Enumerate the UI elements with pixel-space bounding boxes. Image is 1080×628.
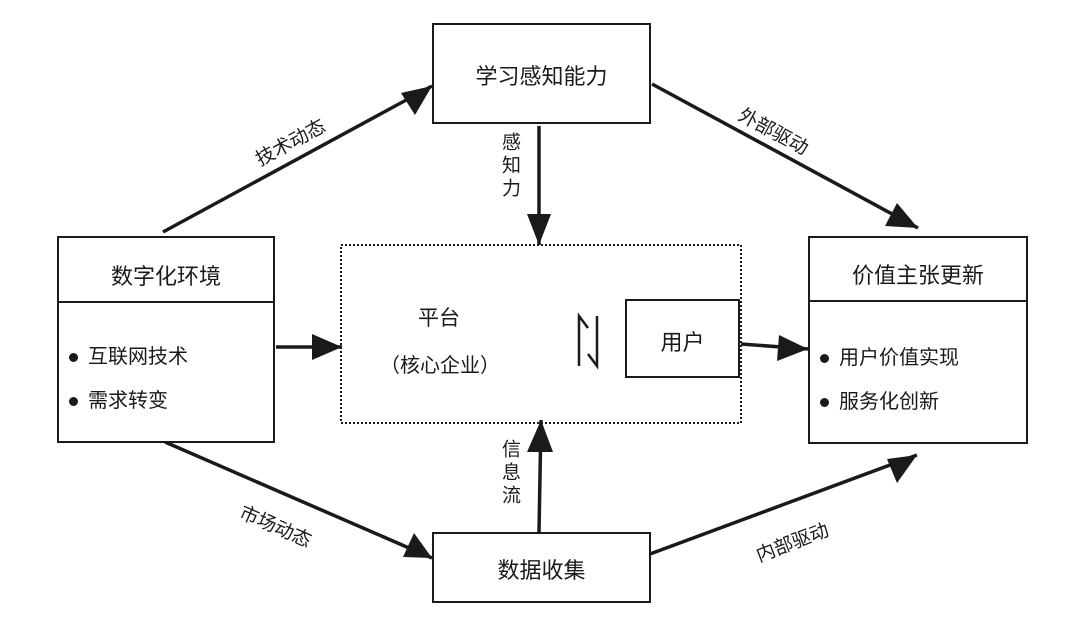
arrow-tech-dynamics <box>162 84 433 234</box>
bidirectional-arrows-icon <box>577 312 599 370</box>
arrowhead-env-to-platform <box>312 334 342 360</box>
value-proposition-divider <box>810 300 1026 302</box>
arrowhead-internal-drive <box>887 455 917 483</box>
arrowhead-external-drive <box>885 203 918 228</box>
arrowhead-perception <box>527 214 551 245</box>
edge-label-info-flow: 信息流 <box>499 439 521 508</box>
digital-environment-divider <box>59 301 273 303</box>
list-item-text: 互联网技术 <box>88 344 188 368</box>
list-item: 需求转变 <box>69 378 267 422</box>
digital-environment-box: 数字化环境 互联网技术 需求转变 <box>57 236 275 443</box>
digital-environment-list: 互联网技术 需求转变 <box>69 334 267 422</box>
arrow-market-dynamics <box>164 440 433 560</box>
platform-subtitle: （核心企业） <box>380 353 500 377</box>
list-item-text: 用户价值实现 <box>839 345 959 369</box>
value-proposition-title: 价值主张更新 <box>851 264 984 289</box>
list-item-text: 服务化创新 <box>839 389 939 413</box>
value-proposition-box: 价值主张更新 用户价值实现 服务化创新 <box>808 236 1028 444</box>
arrow-internal-drive <box>649 453 918 556</box>
user-box: 用户 <box>625 299 740 378</box>
arrowhead-user-to-value <box>777 335 808 361</box>
value-proposition-list: 用户价值实现 服务化创新 <box>820 335 1020 423</box>
data-collection-title: 数据收集 <box>497 559 586 584</box>
list-item: 服务化创新 <box>820 379 1020 423</box>
arrowhead-market-dynamics <box>403 533 432 558</box>
edge-label-perception: 感知力 <box>499 132 521 201</box>
digital-environment-title: 数字化环境 <box>110 265 221 290</box>
data-collection-box: 数据收集 <box>432 532 651 603</box>
list-item-text: 需求转变 <box>88 388 168 412</box>
bullet-icon <box>820 354 829 363</box>
bullet-icon <box>69 397 78 406</box>
platform-title: 平台 <box>418 306 460 330</box>
bullet-icon <box>820 398 829 407</box>
arrow-external-drive <box>651 82 919 230</box>
arrowhead-tech-dynamics <box>401 86 432 115</box>
learning-perception-box: 学习感知能力 <box>432 23 651 124</box>
bullet-icon <box>69 353 78 362</box>
list-item: 互联网技术 <box>69 334 267 378</box>
user-title: 用户 <box>660 331 705 356</box>
list-item: 用户价值实现 <box>820 335 1020 379</box>
learning-perception-title: 学习感知能力 <box>475 65 608 90</box>
arrowhead-info-flow <box>527 420 553 452</box>
